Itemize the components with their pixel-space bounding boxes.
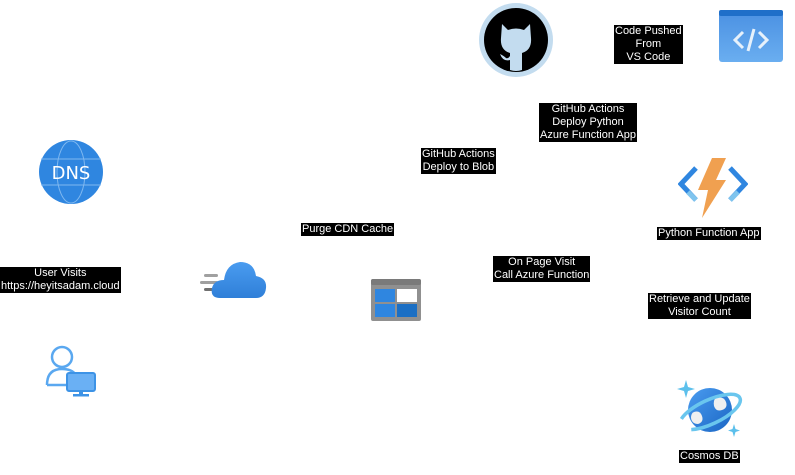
cdn-icon: [198, 258, 268, 300]
function-app-label: Python Function App: [657, 227, 761, 240]
cosmos-db-label: Cosmos DB: [679, 450, 740, 463]
vscode-icon: [719, 10, 783, 62]
user-visits-label: User Visits https://heyitsadam.cloud: [0, 267, 121, 293]
dns-icon: DNS: [38, 139, 104, 205]
gh-actions-function-label: GitHub Actions Deploy Python Azure Funct…: [539, 103, 638, 142]
gh-actions-blob-label: GitHub Actions Deploy to Blob: [421, 148, 496, 174]
blob-storage-icon: [371, 279, 421, 321]
function-app-icon: [677, 158, 749, 220]
purge-cdn-label: Purge CDN Cache: [301, 223, 395, 236]
code-pushed-label: Code Pushed From VS Code: [614, 25, 683, 64]
user-computer-icon: [44, 345, 98, 399]
retrieve-update-label: Retrieve and Update Visitor Count: [648, 293, 751, 319]
github-icon: [478, 2, 554, 78]
dns-text: DNS: [52, 163, 91, 184]
on-page-visit-label: On Page Visit Call Azure Function: [493, 256, 591, 282]
cosmos-db-icon: [676, 378, 744, 444]
